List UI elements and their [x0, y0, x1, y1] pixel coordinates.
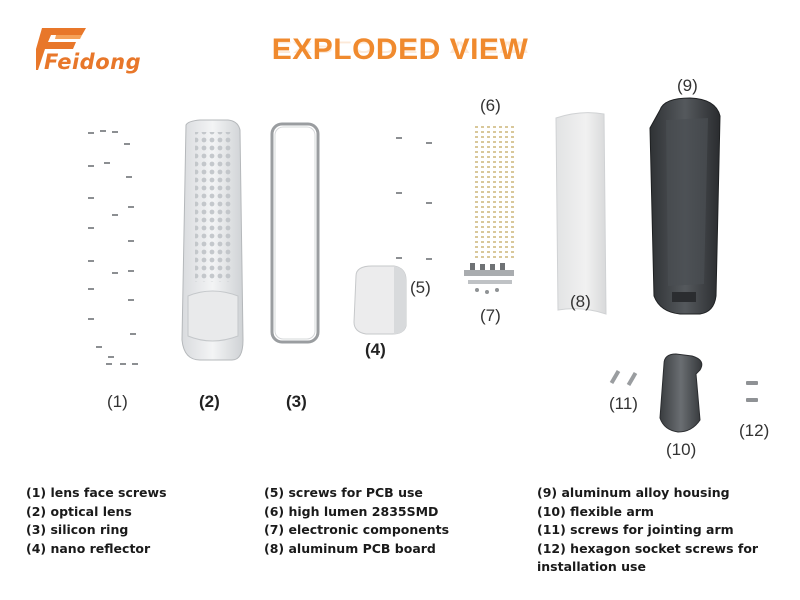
smd-led-grid [474, 124, 514, 258]
nano-reflector [353, 265, 407, 335]
label-part-5: (5) [410, 278, 431, 297]
label-part-9: (9) [677, 76, 698, 95]
aluminum-alloy-housing [649, 97, 721, 315]
legend-item: (6) high lumen 2835SMD [264, 503, 439, 519]
legend-item: (5) screws for PCB use [264, 485, 423, 500]
label-part-10: (10) [666, 440, 697, 459]
legend-item: (2) optical lens [26, 503, 132, 519]
legend-item: (3) silicon ring [26, 522, 129, 537]
legend-item: (12) hexagon socket screws for installat… [537, 540, 759, 575]
legend-column-3: (9) aluminum alloy housing (10) flexible… [537, 484, 777, 577]
electronic-components [464, 263, 514, 294]
exploded-view-illustration [88, 97, 758, 433]
legend-item: (4) nano reflector [26, 540, 151, 556]
label-part-2: (2) [199, 392, 220, 411]
flexible-arm [659, 353, 703, 433]
hexagon-socket-screws [746, 381, 758, 402]
brand-name: Feidong [44, 50, 142, 74]
label-part-4: (4) [365, 340, 386, 359]
label-part-11: (11) [609, 394, 638, 413]
optical-lens [181, 119, 244, 361]
legend-column-2: (5) screws for PCB use (6) high lumen 28… [264, 484, 449, 558]
legend-column-1: (1) lens face screws (2) optical lens (3… [26, 484, 167, 558]
label-part-3: (3) [286, 392, 307, 411]
label-part-12: (12) [739, 421, 770, 440]
label-part-7: (7) [480, 306, 501, 325]
legend-item: (9) aluminum alloy housing [537, 485, 730, 500]
legend-item: (7) electronic components [264, 522, 450, 537]
logo-f-mark [30, 28, 86, 70]
label-part-8: (8) [570, 292, 591, 311]
label-part-6: (6) [480, 96, 501, 115]
aluminum-pcb-board [555, 112, 607, 315]
lens-face-screws [88, 130, 138, 365]
legend-item: (10) flexible arm [537, 503, 654, 519]
brand-logo [30, 28, 146, 78]
legend-item: (8) aluminum PCB board [264, 540, 436, 556]
legend-item: (11) screws for jointing arm [537, 522, 734, 537]
page-title: EXPLODED VIEW [271, 33, 529, 66]
silicon-ring [270, 122, 320, 344]
jointing-arm-screws [609, 369, 638, 387]
legend-item: (1) lens face screws [26, 485, 167, 500]
pcb-screws [396, 137, 432, 260]
label-part-1: (1) [107, 392, 128, 411]
